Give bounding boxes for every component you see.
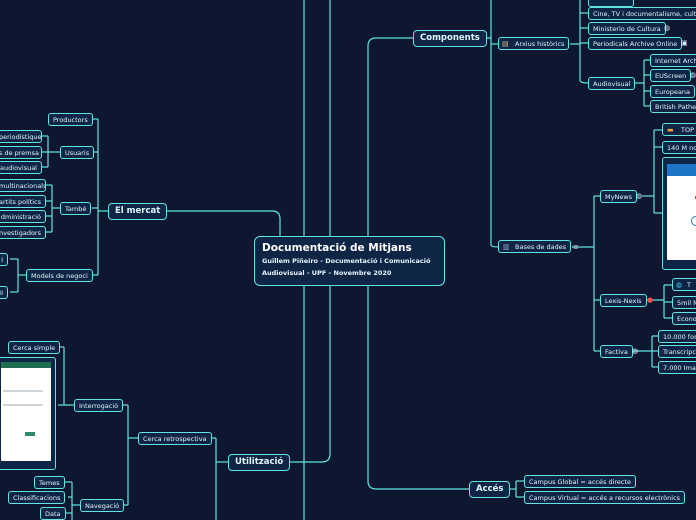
- image-attachment-icon: ▣: [681, 38, 688, 48]
- topic-utilitzacio[interactable]: Utilització: [228, 454, 290, 471]
- topic-mynews[interactable]: MyNews: [600, 190, 637, 203]
- topic-tambe-multinacionals[interactable]: multinacionals: [0, 179, 46, 192]
- topic-arxius-top-item[interactable]: [588, 0, 634, 7]
- topic-usuaris-periodistiques[interactable]: periodístiques: [0, 130, 42, 143]
- topic-tambe[interactable]: També: [60, 202, 91, 215]
- topic-acces[interactable]: Accés: [469, 481, 510, 498]
- spain-flag-icon: ▬: [667, 125, 674, 135]
- topic-internet-archive[interactable]: Internet Arch: [650, 54, 696, 67]
- topic-mynews-140m[interactable]: 140 M no: [662, 141, 696, 154]
- topic-bases-de-dades[interactable]: ▥ Bases de dades: [498, 240, 571, 253]
- topic-tambe-investigadors[interactable]: nvestigadors: [0, 226, 46, 239]
- topic-factiva-7000[interactable]: 7.000 Imat: [658, 361, 696, 374]
- topic-factiva[interactable]: Factiva: [600, 345, 633, 358]
- topic-audiovisual[interactable]: Audiovisual: [588, 77, 635, 90]
- topic-model-i[interactable]: I: [0, 253, 8, 266]
- root-title: Documentació de Mitjans: [262, 241, 437, 255]
- topic-lexis-t[interactable]: ◍ T: [672, 278, 696, 291]
- mynews-screenshot-image: [667, 164, 696, 260]
- search-screenshot-image: [1, 362, 51, 461]
- topic-campus-virtual[interactable]: Campus Virtual = accés a recursos electr…: [524, 491, 685, 504]
- topic-campus-global[interactable]: Campus Global = accés directe: [524, 475, 636, 488]
- scroll-icon: ▤: [502, 39, 509, 49]
- red-dot-icon: ●: [647, 295, 653, 305]
- topic-cerca-simple[interactable]: Cerca simple: [8, 341, 60, 354]
- topic-usuaris-audiovisual[interactable]: audiovisual: [0, 161, 42, 174]
- topic-tambe-partits[interactable]: artits polítics: [0, 195, 46, 208]
- topic-classificacions[interactable]: Classificacions: [8, 491, 65, 504]
- globe-icon: ◍: [664, 23, 670, 33]
- root-topic[interactable]: Documentació de Mitjans Guillem Piñeiro …: [254, 236, 445, 286]
- topic-cerca-retrospectiva[interactable]: Cerca retrospectiva: [138, 432, 212, 445]
- topic-el-mercat[interactable]: El mercat: [108, 203, 167, 220]
- lexis-t-label: T: [687, 281, 691, 289]
- mynews-top-label: TOP: [681, 126, 694, 134]
- notes-icon: ≡: [573, 242, 579, 252]
- topic-ministerio-cultura[interactable]: Ministerio de Cultura: [588, 22, 666, 35]
- topic-cine-tv[interactable]: Cine, TV i documentalisme, cult: [588, 7, 696, 20]
- topic-usuaris[interactable]: Usuaris: [60, 146, 94, 159]
- topic-data[interactable]: Data: [40, 507, 66, 520]
- search-screenshot-frame: [0, 357, 56, 470]
- database-icon: ▥: [503, 242, 510, 252]
- topic-temes[interactable]: Temes: [34, 476, 65, 489]
- globe-icon: ◍: [636, 191, 642, 201]
- root-subtitle-line-2: Audiovisual - UPF - Novembre 2020: [262, 267, 437, 279]
- topic-models-negoci[interactable]: Models de negoci: [26, 269, 93, 282]
- globe-icon: ◍: [676, 280, 682, 290]
- topic-components[interactable]: Components: [413, 30, 487, 47]
- topic-interrogacio[interactable]: Interrogació: [74, 399, 123, 412]
- topic-euscreen[interactable]: EUScreen: [650, 69, 691, 82]
- topic-europeana[interactable]: Europeana: [650, 85, 695, 98]
- topic-usuaris-premsa[interactable]: s de premsa: [0, 146, 42, 159]
- globe-icon: ◍: [632, 346, 638, 356]
- globe-icon: ◍: [690, 70, 696, 80]
- topic-tambe-administracio[interactable]: dministració: [0, 210, 46, 223]
- bases-label: Bases de dades: [515, 243, 566, 251]
- arxius-label: Arxius històrics: [515, 40, 564, 48]
- topic-periodicals-archive[interactable]: Periodicals Archive Online: [588, 37, 682, 50]
- topic-british-pathe[interactable]: British Pathe: [650, 100, 696, 113]
- topic-productors[interactable]: Productors: [48, 113, 93, 126]
- topic-factiva-10000[interactable]: 10.000 fon: [658, 330, 696, 343]
- topic-lexis-5mil[interactable]: 5mil M: [672, 296, 696, 309]
- topic-lexis-econo[interactable]: Econo: [672, 312, 696, 325]
- mynews-screenshot-frame: [662, 157, 696, 270]
- root-subtitle-line-1: Guillem Piñeiro - Documentació i Comunic…: [262, 255, 437, 267]
- topic-factiva-transcripc[interactable]: Transcripc: [658, 345, 696, 358]
- topic-model-ii[interactable]: II: [0, 286, 8, 299]
- topic-arxius-historics[interactable]: ▤ Arxius històrics: [498, 37, 569, 50]
- topic-mynews-top[interactable]: ▬ TOP: [662, 123, 696, 136]
- topic-lexis-nexis[interactable]: Lexis-Nexis: [600, 294, 647, 307]
- topic-navegacio[interactable]: Navegació: [80, 499, 124, 512]
